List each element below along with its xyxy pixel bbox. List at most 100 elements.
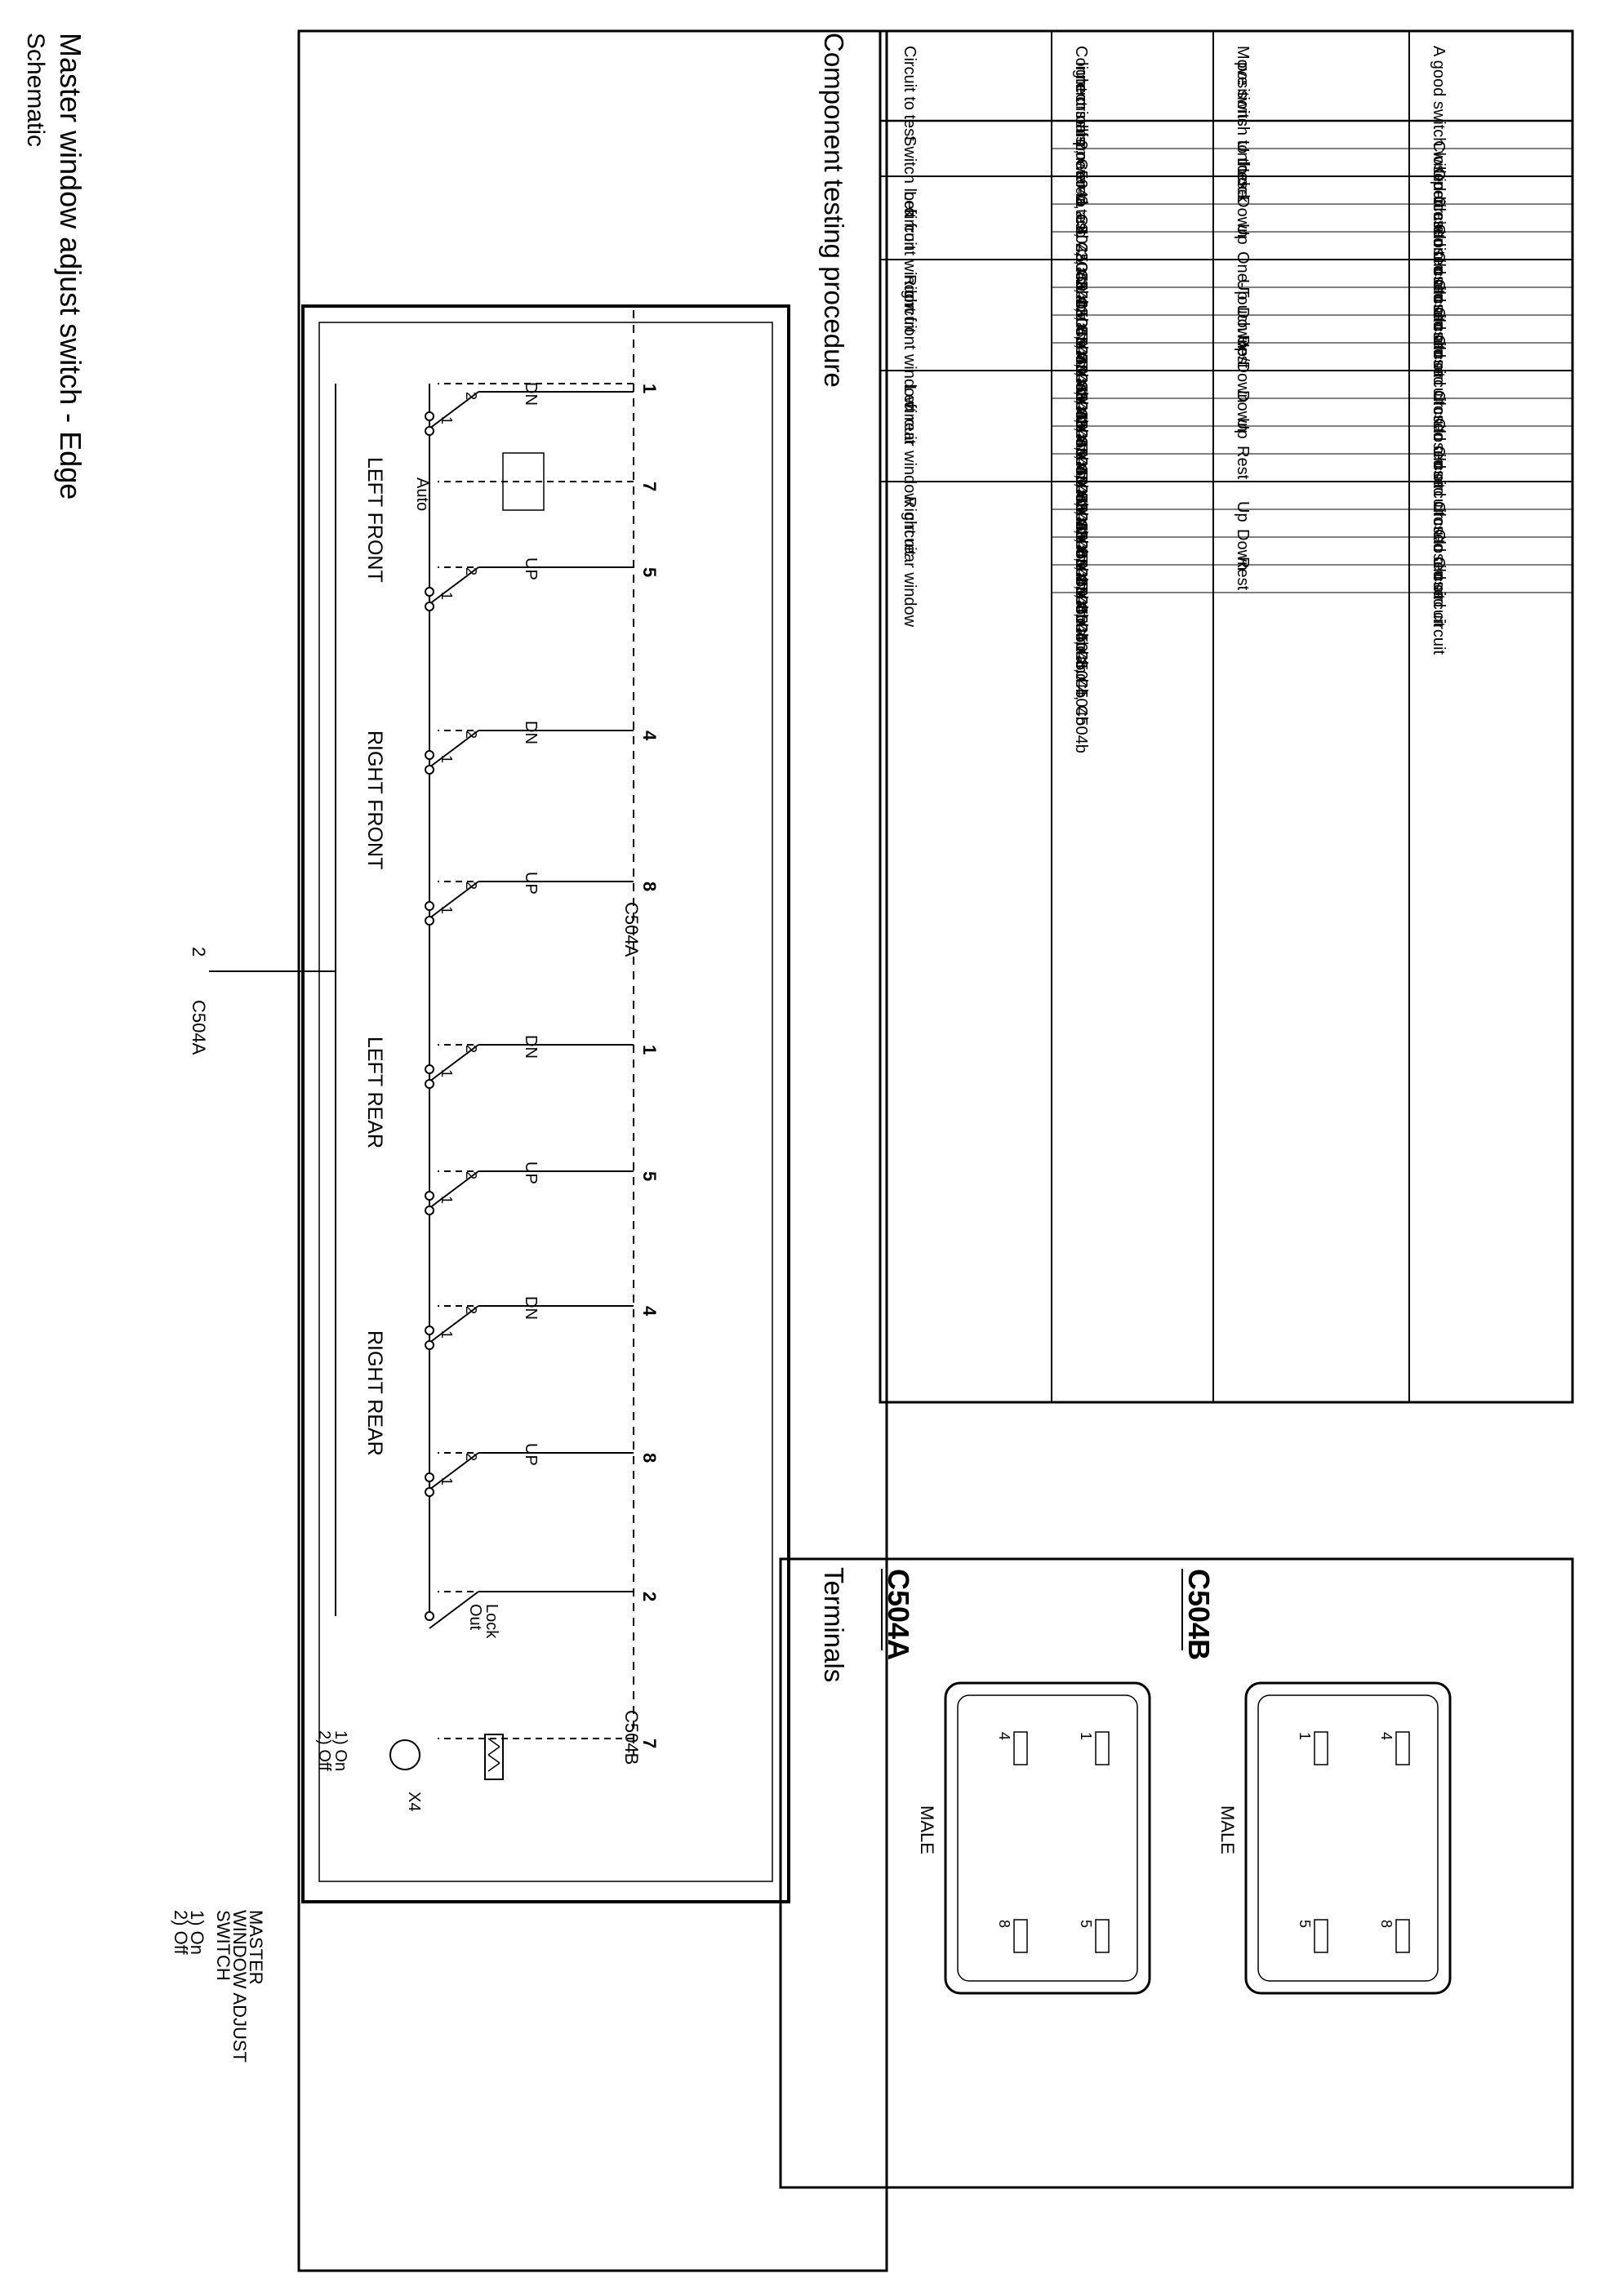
table-cell-circuit: circuit (901, 291, 919, 334)
switch-blade (429, 730, 479, 768)
table-cell: 7, C504b and 1, C504b (1072, 473, 1090, 642)
table-cell: Closed circuit (1430, 224, 1448, 322)
contact-2 (425, 916, 434, 926)
auto-label: Auto (413, 477, 431, 511)
contact-number: 2 (463, 731, 479, 739)
connector-pin (1395, 1731, 1410, 1765)
pin-number: 8 (639, 1453, 660, 1463)
lock-contact (425, 1611, 434, 1621)
pin-number: 5 (639, 567, 660, 577)
lamp-led (389, 1739, 420, 1770)
resistor (484, 1734, 504, 1780)
table-cell: Rest (1234, 335, 1252, 369)
contact-1 (425, 587, 434, 597)
table-cell: Closed circuit (1430, 557, 1448, 655)
switch-position-label: DN (522, 1296, 540, 1320)
switch-body-outer (301, 304, 790, 1903)
page-title: Master window adjust switch - Edge (54, 33, 87, 500)
resistor-zig (487, 1738, 500, 1748)
lock-label: Lock (483, 1604, 500, 1639)
contact-1 (425, 901, 434, 911)
connector-pin (1013, 1731, 1028, 1765)
table-cell: 7, C504b and 8, C504b (1072, 557, 1090, 726)
connector-name: C504B (1182, 1569, 1216, 1660)
resistor-zig (487, 1746, 500, 1756)
pin-number: 2 (639, 1592, 660, 1601)
lamp-count: X4 (405, 1792, 423, 1811)
table-cell: Open circuit (1430, 168, 1448, 255)
table-cell: Closed circuit (1430, 196, 1448, 294)
connector-pin (1095, 1731, 1110, 1765)
group-label: LEFT FRONT (363, 457, 386, 583)
switch-blade (429, 566, 479, 605)
table-cell: Rest (1234, 446, 1252, 480)
table-cell-circuit: Left rear window (901, 385, 919, 505)
pin-number: 8 (639, 882, 660, 891)
table-cell: 2, C504a and 7, C504a (1072, 251, 1090, 421)
table-cell: 2, C504a and 8, C504a (1072, 279, 1090, 449)
group-label: LEFT REAR (363, 1037, 386, 1148)
table-cell: Closed circuit (1430, 140, 1448, 238)
connector-pin (1095, 1919, 1110, 1953)
testing-table: Circuit to test Connect self-powered test… (879, 29, 1574, 1404)
connector-body-inner (957, 1694, 1138, 1982)
connector-pin-number: 5 (1297, 1920, 1313, 1928)
table-header-cell: Circuit to test (901, 46, 919, 141)
table-cell: 2, C504a and 1, C504b (1072, 418, 1090, 587)
table-cell: Closed circuit (1430, 446, 1448, 544)
connector-body (1244, 1681, 1452, 1995)
table-cell: Up (1234, 501, 1252, 522)
contact-2 (425, 765, 434, 775)
table-cell: Closed circuit (1430, 335, 1448, 433)
supply-connector-label: C504A (189, 1000, 209, 1055)
table-cell: 7, C504b and 5, C504b (1072, 446, 1090, 615)
table-cell-circuit: Left front window (901, 191, 919, 315)
switch-blade (429, 1044, 479, 1082)
contact-number: 1 (438, 1196, 455, 1204)
switch-blade (429, 1170, 479, 1209)
table-cell: 2, C504a and 4, C504a (1072, 307, 1090, 477)
table-cell-circuit: circuit (901, 207, 919, 251)
table-header-cell: Connect self-powered test (1072, 46, 1090, 236)
table-cell: Closed circuit (1430, 390, 1448, 488)
contact-number: 1 (438, 906, 455, 914)
contact-2 (425, 602, 434, 611)
auto-link (502, 452, 545, 511)
contact-1 (425, 1326, 434, 1335)
switch-position-label: DN (522, 721, 540, 744)
table-header-cell: light or ohmmeter to (1072, 62, 1090, 207)
table-header-cell: Move switch to these (1234, 46, 1252, 198)
table-cell-circuit: Right rear window (901, 496, 919, 628)
contact-1 (425, 750, 434, 760)
switch-blade (429, 391, 479, 429)
table-cell: Down (1234, 390, 1252, 432)
contact-number: 2 (463, 1171, 479, 1179)
switch-position-label: UP (522, 557, 540, 580)
table-header-cell: positions (1234, 62, 1252, 127)
table-cell-circuit: circuit (901, 402, 919, 445)
table-cell: 7, C504b and 4, C504a (1072, 362, 1090, 532)
contact-number: 1 (438, 416, 455, 424)
table-cell-circuit: Right front window (901, 274, 919, 409)
pin-number: 1 (639, 1045, 660, 1055)
contact-1 (425, 1064, 434, 1074)
switch-blade (429, 881, 479, 919)
table-cell: One-Touch Up/Down (1234, 251, 1252, 403)
table-cell: 2, C504a and 1, C504a (1072, 196, 1090, 366)
table-cell: Closed circuit (1430, 251, 1448, 349)
contact-2 (425, 1487, 434, 1497)
switch-legend: 1) On (187, 1910, 207, 1955)
contact-2 (425, 426, 434, 436)
pin-number: 5 (639, 1171, 660, 1181)
contact-number: 1 (438, 1477, 455, 1486)
connector-gender: MALE (1217, 1805, 1238, 1854)
table-cell: Closed circuit (1430, 501, 1448, 599)
switch-position-label: UP (522, 1443, 540, 1466)
